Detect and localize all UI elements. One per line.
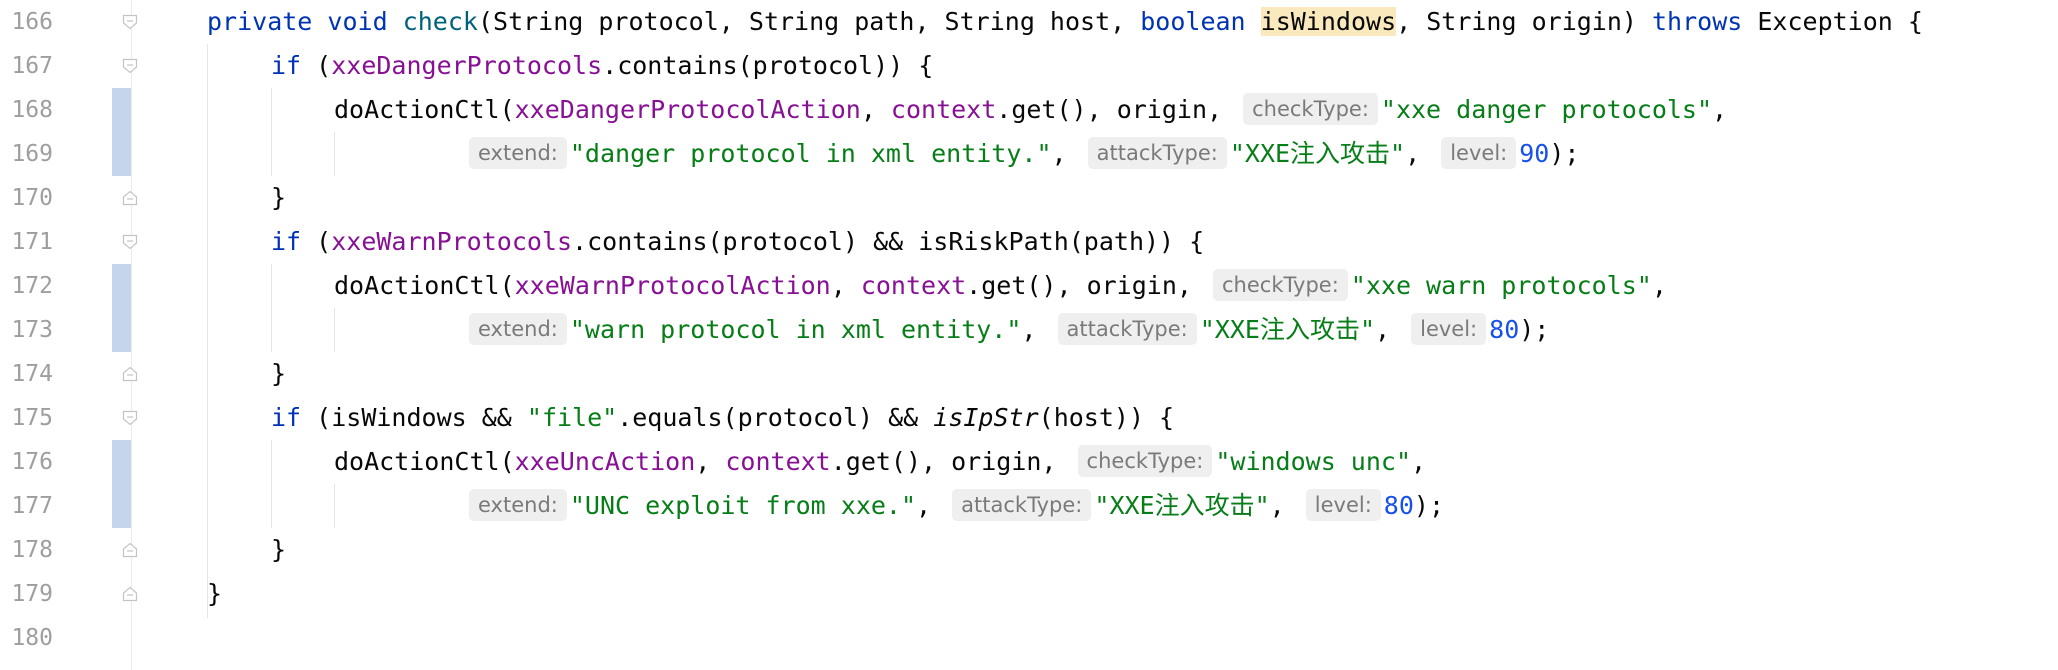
code-text[interactable]: doActionCtl(xxeUncAction, context.get(),… <box>334 445 1427 477</box>
line-number: 174 <box>11 361 53 387</box>
code-text[interactable]: doActionCtl(xxeDangerProtocolAction, con… <box>334 93 1728 125</box>
vcs-change-marker[interactable] <box>112 308 131 352</box>
indent-guide <box>271 440 272 528</box>
line-number: 177 <box>11 493 53 519</box>
identifier-highlight: isWindows <box>1260 7 1397 36</box>
code-text[interactable]: } <box>271 359 287 388</box>
code-line-167[interactable]: 167 if (xxeDangerProtocols.contains(prot… <box>0 44 2058 88</box>
indent-guide <box>334 308 335 352</box>
code-line-173[interactable]: 173 extend:"warn protocol in xml entity.… <box>0 308 2058 352</box>
line-number: 173 <box>11 317 53 343</box>
code-text[interactable]: private void check(String protocol, Stri… <box>207 7 1923 36</box>
parameter-hint: attackType: <box>952 489 1092 521</box>
parameter-hint: checkType: <box>1213 269 1348 301</box>
indent-guide <box>334 484 335 528</box>
line-number: 171 <box>11 229 53 255</box>
line-number: 172 <box>11 273 53 299</box>
parameter-hint: level: <box>1411 313 1487 345</box>
fold-close-icon[interactable] <box>122 190 138 206</box>
code-text[interactable]: } <box>207 579 223 608</box>
vcs-change-marker[interactable] <box>112 440 131 484</box>
fold-close-icon[interactable] <box>122 542 138 558</box>
code-line-175[interactable]: 175 if (isWindows && "file".equals(proto… <box>0 396 2058 440</box>
code-text[interactable]: } <box>271 535 287 564</box>
code-line-180[interactable]: 180 <box>0 616 2058 660</box>
code-line-177[interactable]: 177 extend:"UNC exploit from xxe.", atta… <box>0 484 2058 528</box>
line-number: 175 <box>11 405 53 431</box>
fold-open-icon[interactable] <box>122 410 138 426</box>
vcs-change-marker[interactable] <box>112 484 131 528</box>
indent-guide <box>207 44 208 618</box>
code-text[interactable]: extend:"warn protocol in xml entity.", a… <box>463 308 1549 352</box>
code-line-169[interactable]: 169 extend:"danger protocol in xml entit… <box>0 132 2058 176</box>
code-text[interactable]: if (xxeDangerProtocols.contains(protocol… <box>271 51 934 80</box>
fold-open-icon[interactable] <box>122 58 138 74</box>
code-line-174[interactable]: 174 } <box>0 352 2058 396</box>
code-line-176[interactable]: 176 doActionCtl(xxeUncAction, context.ge… <box>0 440 2058 484</box>
gutter-divider <box>131 0 132 670</box>
line-number: 180 <box>11 625 53 651</box>
parameter-hint: level: <box>1441 137 1517 169</box>
code-line-166[interactable]: 166 private void check(String protocol, … <box>0 0 2058 44</box>
line-number: 166 <box>11 9 53 35</box>
parameter-hint: attackType: <box>1087 137 1227 169</box>
parameter-hint: attackType: <box>1057 313 1197 345</box>
vcs-change-marker[interactable] <box>112 264 131 308</box>
code-line-179[interactable]: 179 } <box>0 572 2058 616</box>
editor-gutter[interactable] <box>0 0 131 670</box>
indent-guide <box>271 88 272 176</box>
line-number: 176 <box>11 449 53 475</box>
vcs-change-marker[interactable] <box>112 88 131 132</box>
parameter-hint: extend: <box>469 313 567 345</box>
code-line-171[interactable]: 171 if (xxeWarnProtocols.contains(protoc… <box>0 220 2058 264</box>
code-text[interactable]: } <box>271 183 287 212</box>
vcs-change-marker[interactable] <box>112 132 131 176</box>
code-text[interactable]: doActionCtl(xxeWarnProtocolAction, conte… <box>334 269 1667 301</box>
parameter-hint: checkType: <box>1243 93 1378 125</box>
code-line-170[interactable]: 170 } <box>0 176 2058 220</box>
line-number: 167 <box>11 53 53 79</box>
parameter-hint: checkType: <box>1077 445 1213 477</box>
fold-open-icon[interactable] <box>122 14 138 30</box>
line-number: 179 <box>11 581 53 607</box>
parameter-hint: extend: <box>469 137 567 169</box>
line-number: 168 <box>11 97 53 123</box>
code-text[interactable]: if (isWindows && "file".equals(protocol)… <box>271 403 1175 432</box>
fold-close-icon[interactable] <box>122 366 138 382</box>
line-number: 170 <box>11 185 53 211</box>
code-line-168[interactable]: 168 doActionCtl(xxeDangerProtocolAction,… <box>0 88 2058 132</box>
code-text[interactable]: if (xxeWarnProtocols.contains(protocol) … <box>271 227 1205 256</box>
code-line-172[interactable]: 172 doActionCtl(xxeWarnProtocolAction, c… <box>0 264 2058 308</box>
line-number: 169 <box>11 141 53 167</box>
parameter-hint: extend: <box>469 489 567 521</box>
parameter-hint: level: <box>1305 489 1381 521</box>
line-number: 178 <box>11 537 53 563</box>
fold-close-icon[interactable] <box>122 586 138 602</box>
code-text[interactable]: extend:"danger protocol in xml entity.",… <box>463 132 1579 176</box>
indent-guide <box>271 264 272 352</box>
code-line-178[interactable]: 178 } <box>0 528 2058 572</box>
indent-guide <box>334 132 335 176</box>
fold-open-icon[interactable] <box>122 234 138 250</box>
code-text[interactable]: extend:"UNC exploit from xxe.", attackTy… <box>463 484 1444 528</box>
